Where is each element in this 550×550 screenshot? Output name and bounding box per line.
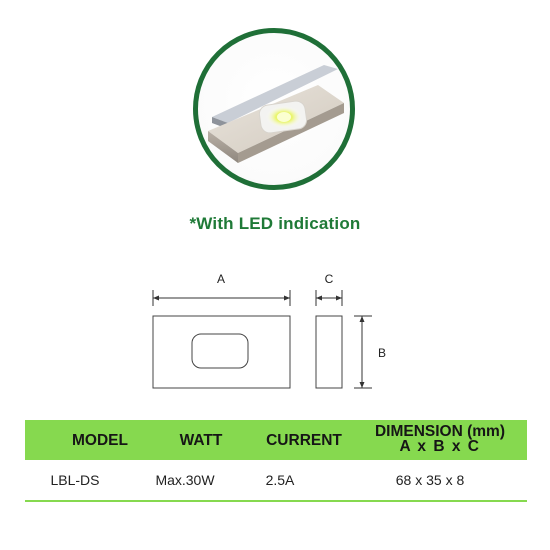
- cell-model: LBL-DS: [50, 472, 100, 488]
- side-view-outline: [315, 315, 343, 389]
- product-photo-circle: [193, 28, 355, 190]
- cell-dimension: 68 x 35 x 8: [395, 472, 465, 488]
- cell-watt: Max.30W: [155, 472, 215, 488]
- header-model: MODEL: [72, 432, 128, 449]
- header-dimension-line1: DIMENSION (mm): [374, 423, 506, 440]
- header-current: CURRENT: [266, 432, 342, 449]
- spec-table-header: MODEL WATT CURRENT DIMENSION (mm) A x B …: [25, 420, 527, 460]
- dimension-b-label: B: [378, 346, 386, 360]
- dimension-c-label: C: [325, 272, 334, 286]
- header-watt: WATT: [179, 432, 223, 449]
- dimension-a-label: A: [217, 272, 225, 286]
- dimension-diagram: A C B: [152, 272, 386, 389]
- led-window-outline: [191, 333, 249, 369]
- table-bottom-rule: [25, 500, 527, 502]
- cell-current: 2.5A: [265, 472, 295, 488]
- header-dimension-line2: A x B x C: [399, 438, 481, 455]
- led-indication-caption: *With LED indication: [189, 214, 361, 233]
- header-dimension: DIMENSION (mm) A x B x C: [353, 423, 527, 455]
- front-view-outline: [152, 315, 291, 389]
- led-driver-illustration: [208, 65, 344, 163]
